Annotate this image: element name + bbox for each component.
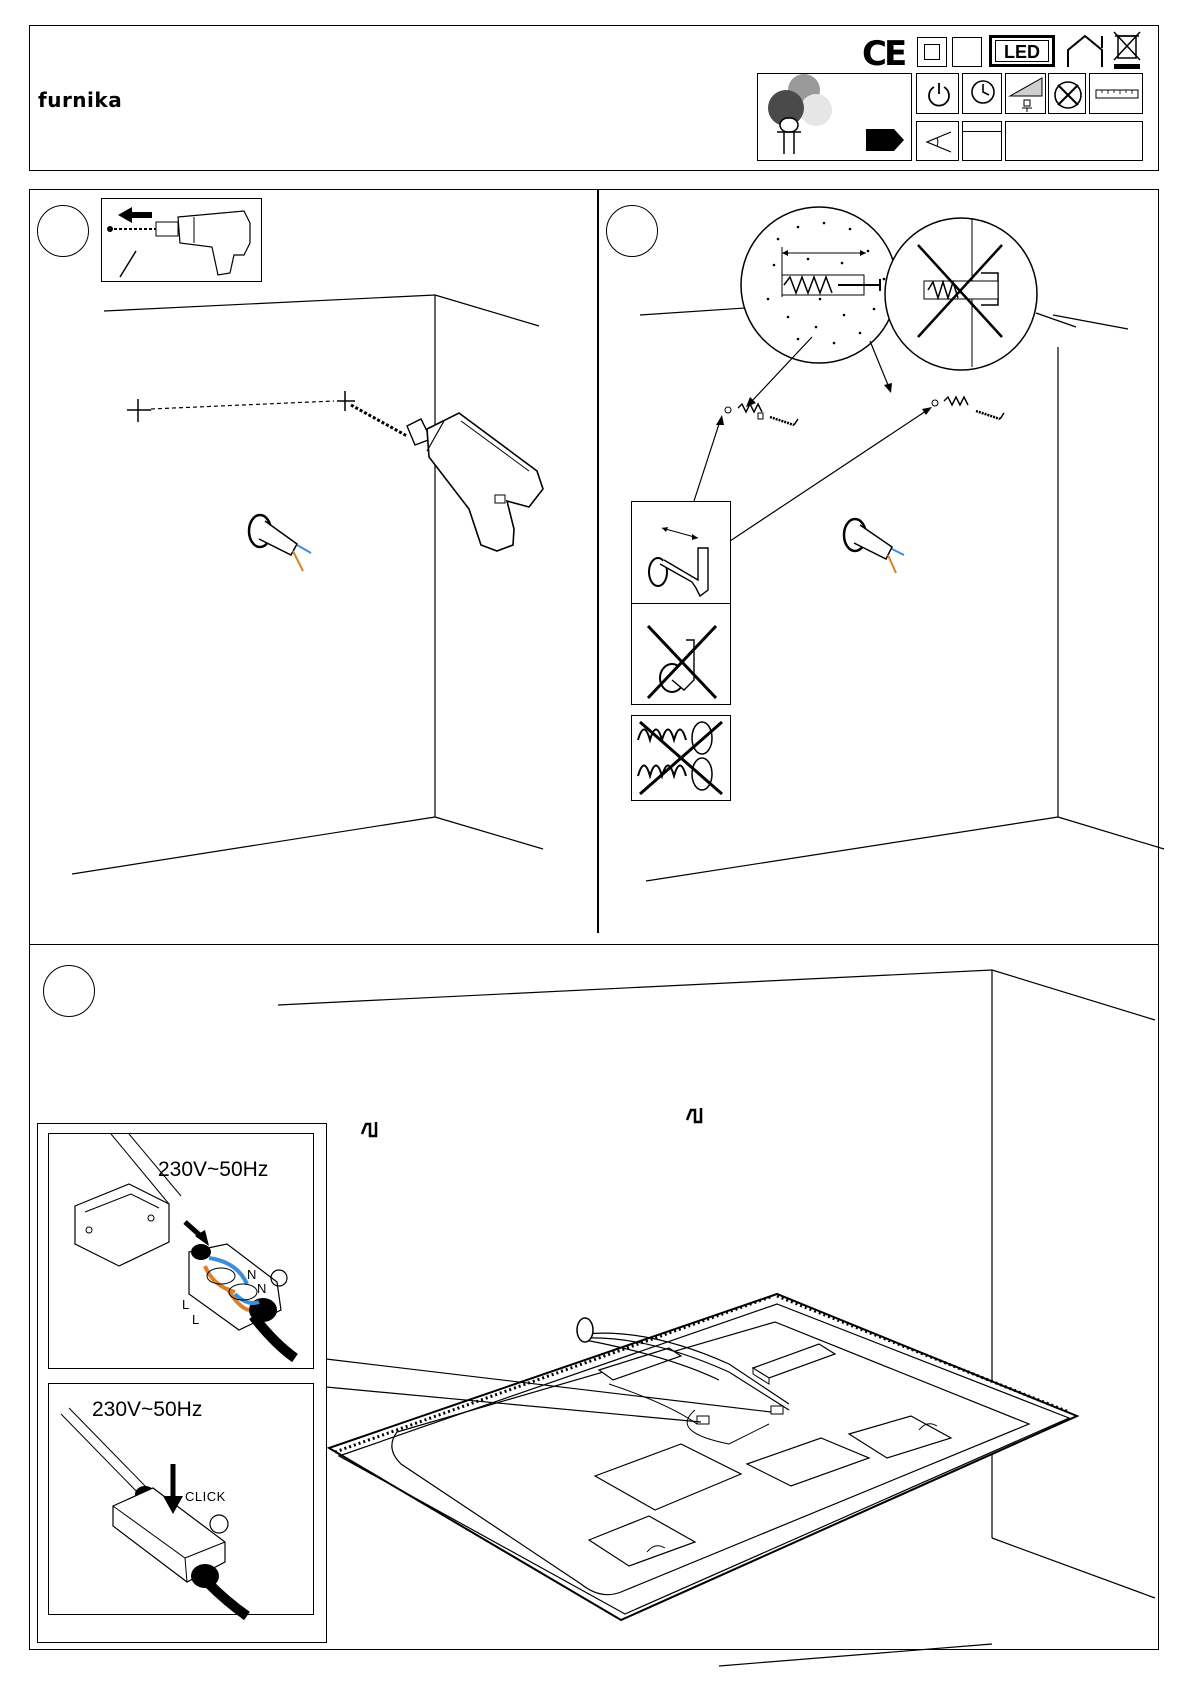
power-icon-cell: [916, 73, 959, 114]
blank-cell-icon: [962, 121, 1002, 161]
click-label: CLICK: [185, 1489, 226, 1504]
clock-icon: [971, 80, 995, 104]
dowel-left-icon: [725, 404, 798, 425]
click-connector-icon: [49, 1384, 315, 1616]
screw-wrong-box: [631, 715, 731, 801]
blank-wide-cell-icon: [1005, 121, 1143, 161]
led-bulbs-panel: [757, 73, 912, 161]
drill-mark-right-icon: [337, 391, 355, 411]
drill-mark-left-icon: [127, 399, 151, 422]
hook-correct-icon: [642, 514, 722, 610]
terminal-label-n1: N: [247, 1267, 256, 1282]
angle-icon-cell: [916, 121, 959, 161]
hook-right-icon: [687, 1108, 701, 1122]
indoor-use-icon: [1066, 34, 1104, 68]
click-connector-inset: 230V~50Hz CLICK: [48, 1383, 314, 1615]
terminal-block-inset: 230V~50Hz N N L L: [48, 1133, 314, 1369]
led-bulbs-icon: [764, 74, 844, 158]
wrong-dowel-detail-icon: [885, 218, 1037, 370]
ruler-icon: [1096, 88, 1138, 100]
arrow-icon: [866, 129, 906, 151]
angle-icon: [925, 130, 953, 154]
dimmer-icon: [1008, 76, 1044, 112]
terminal-block-icon: [49, 1134, 315, 1370]
led-icon: LED: [989, 35, 1055, 67]
hook-box-divider: [631, 603, 731, 604]
hook-wrong-icon: [642, 620, 722, 702]
power-icon: [927, 82, 951, 106]
dimmer-icon-cell: [1005, 73, 1046, 114]
weee-bin-icon: [1112, 30, 1142, 70]
hook-left-icon: [362, 1122, 376, 1136]
wall-cable-outlet-icon: [844, 519, 904, 573]
ruler-icon-cell: [1089, 73, 1143, 114]
class-2-insulation-icon: [917, 37, 947, 67]
wall-cable-outlet-icon: [249, 515, 311, 571]
clock-icon-cell: [962, 73, 1002, 114]
terminal-label-n2: N: [257, 1281, 266, 1296]
no-dimmer-icon: [1052, 79, 1084, 111]
blank-icon: [952, 37, 982, 67]
ce-mark-icon: CE: [862, 34, 904, 74]
screw-wrong-icon: [634, 718, 728, 798]
dowel-right-icon: [932, 397, 1004, 419]
no-dimmer-icon-cell: [1048, 73, 1086, 114]
terminal-label-l2: L: [192, 1312, 199, 1327]
led-label: LED: [995, 40, 1049, 62]
power-drill-icon: [407, 413, 543, 551]
ceiling-panel-luminaire-icon: [329, 1294, 1077, 1620]
terminal-label-l1: L: [182, 1297, 189, 1312]
dowel-detail-icon: [741, 207, 897, 363]
step-1-scene: [29, 189, 597, 933]
brand-logo: furnika: [38, 88, 122, 112]
